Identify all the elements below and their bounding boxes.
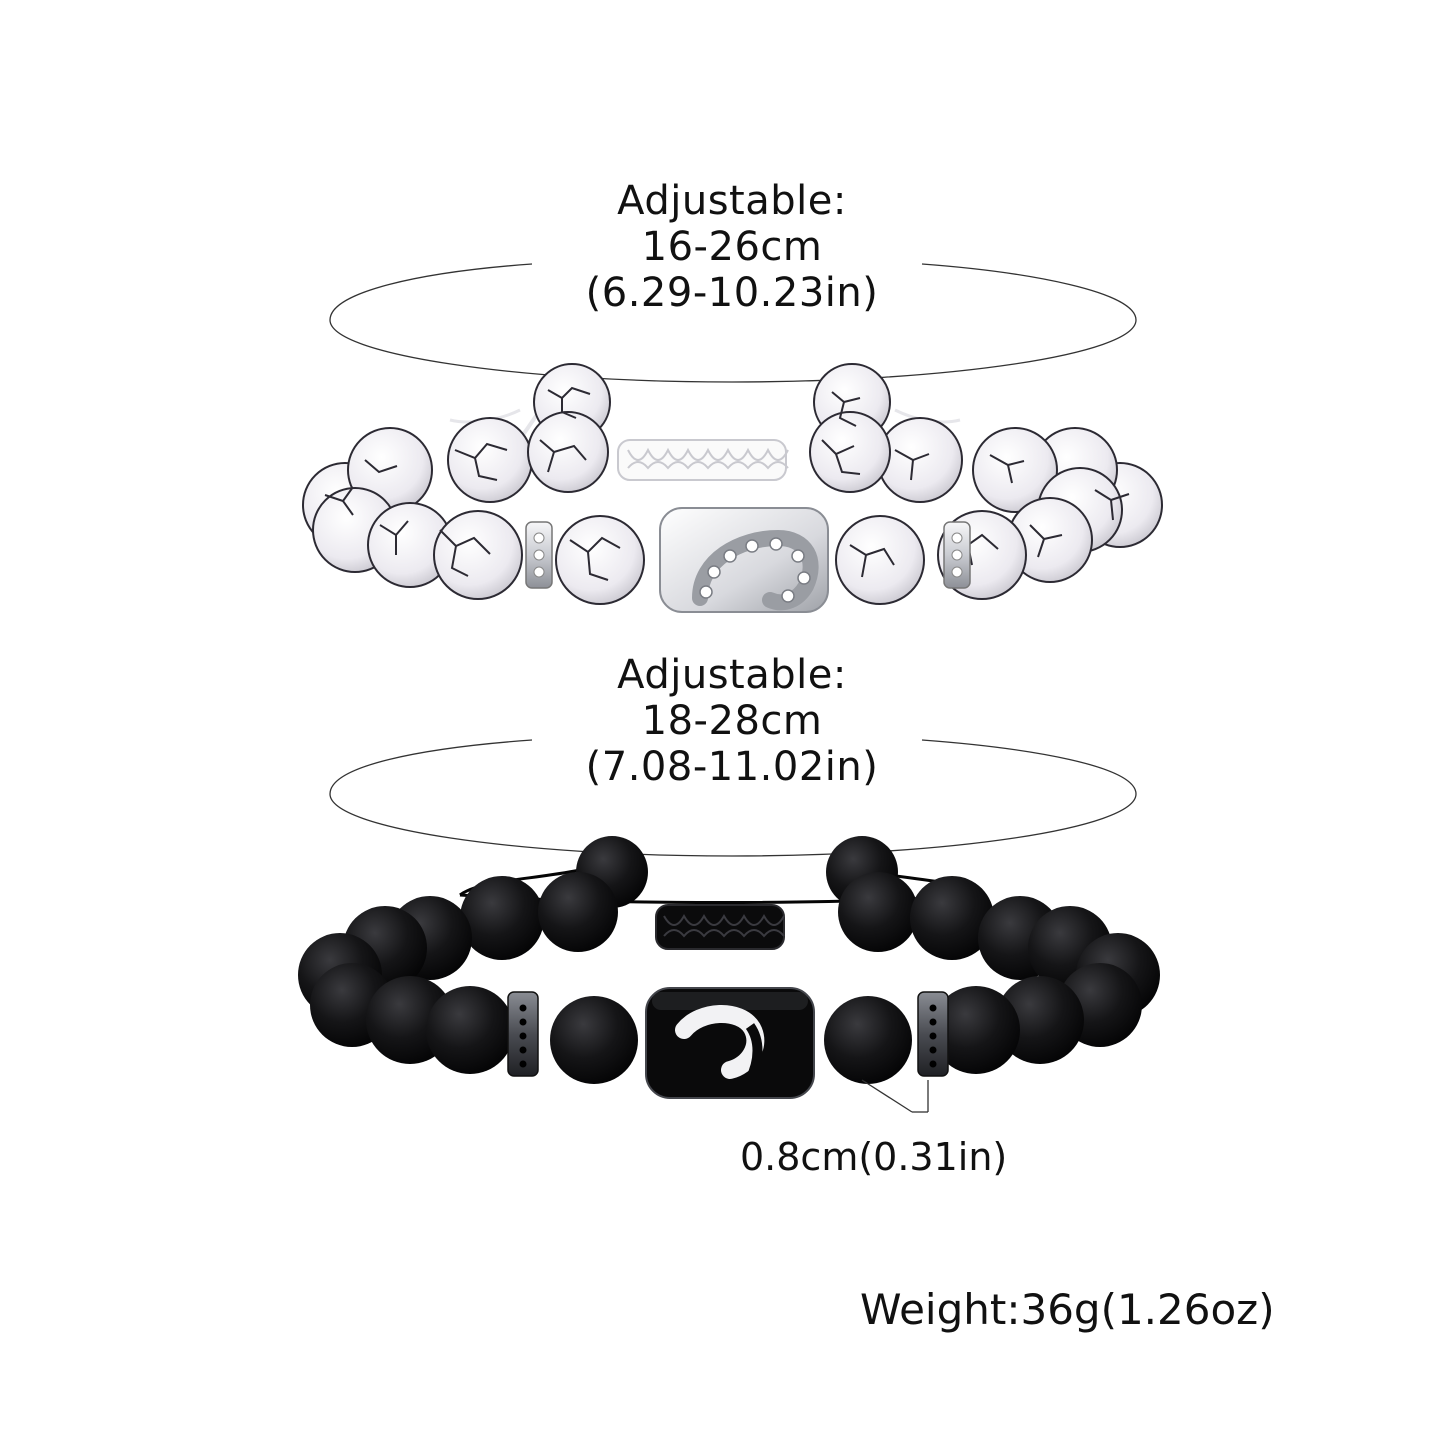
size-label-cm: 18-28cm bbox=[641, 698, 823, 744]
crystal-spacer-left bbox=[525, 521, 553, 589]
size-label-title: Adjustable: bbox=[617, 652, 847, 698]
black-beads bbox=[298, 836, 1160, 1084]
size-label-title: Adjustable: bbox=[617, 178, 847, 224]
pendant-dimension-line bbox=[861, 1079, 929, 1113]
white-howlite-bracelet bbox=[302, 363, 1163, 613]
silver-half-heart-pendant bbox=[659, 507, 829, 613]
crystal-spacer-right bbox=[943, 521, 971, 589]
dark-spacer-left bbox=[507, 991, 539, 1077]
size-label-top: Adjustable: 16-26cm (6.29-10.23in) bbox=[482, 178, 982, 316]
size-label-in: (6.29-10.23in) bbox=[585, 270, 879, 316]
black-half-heart-pendant bbox=[645, 987, 815, 1099]
braided-knot bbox=[655, 904, 785, 950]
black-onyx-bracelet bbox=[298, 836, 1160, 1113]
pendant-dimension-label: 0.8cm(0.31in) bbox=[740, 1135, 1008, 1179]
weight-label: Weight:36g(1.26oz) bbox=[860, 1285, 1275, 1334]
size-ellipse-bottom bbox=[329, 739, 1137, 857]
white-beads bbox=[302, 363, 1163, 605]
size-ellipse-top bbox=[329, 263, 1137, 383]
size-label-in: (7.08-11.02in) bbox=[585, 744, 879, 790]
braided-knot bbox=[617, 439, 789, 481]
size-label-cm: 16-26cm bbox=[641, 224, 823, 270]
dark-spacer-right bbox=[917, 991, 949, 1077]
size-label-bottom: Adjustable: 18-28cm (7.08-11.02in) bbox=[482, 652, 982, 790]
